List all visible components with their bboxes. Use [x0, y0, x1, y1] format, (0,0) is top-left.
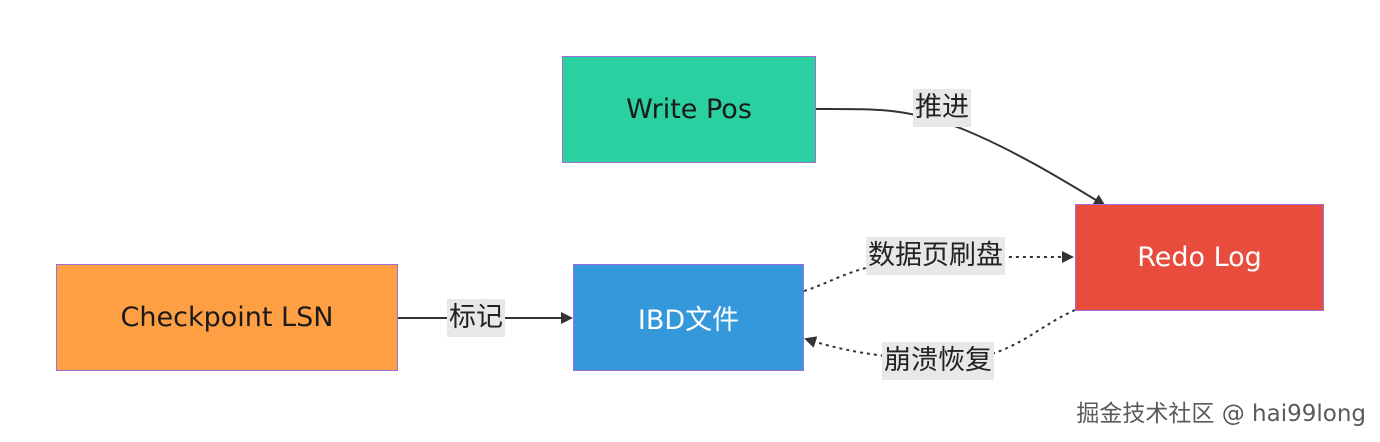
- edge-flush: [803, 251, 1074, 292]
- node-write-pos: Write Pos: [562, 56, 816, 163]
- node-checkpoint-lsn-label: Checkpoint LSN: [120, 302, 334, 333]
- edge-label-mark: 标记: [447, 299, 505, 337]
- node-write-pos-label: Write Pos: [626, 94, 752, 125]
- edge-label-recover: 崩溃恢复: [882, 342, 994, 380]
- edge-label-advance: 推进: [913, 89, 971, 127]
- node-ibd-file-label: IBD文件: [637, 305, 740, 336]
- watermark: 掘金技术社区 @ hai99long: [1076, 401, 1366, 427]
- edge-label-flush: 数据页刷盘: [866, 237, 1005, 275]
- node-checkpoint-lsn: Checkpoint LSN: [56, 264, 398, 371]
- edge-advance: [815, 107, 1106, 207]
- node-ibd-file: IBD文件: [573, 264, 804, 371]
- node-redo-log: Redo Log: [1075, 204, 1324, 311]
- node-redo-log-label: Redo Log: [1137, 242, 1262, 273]
- edge-recover: [804, 309, 1076, 362]
